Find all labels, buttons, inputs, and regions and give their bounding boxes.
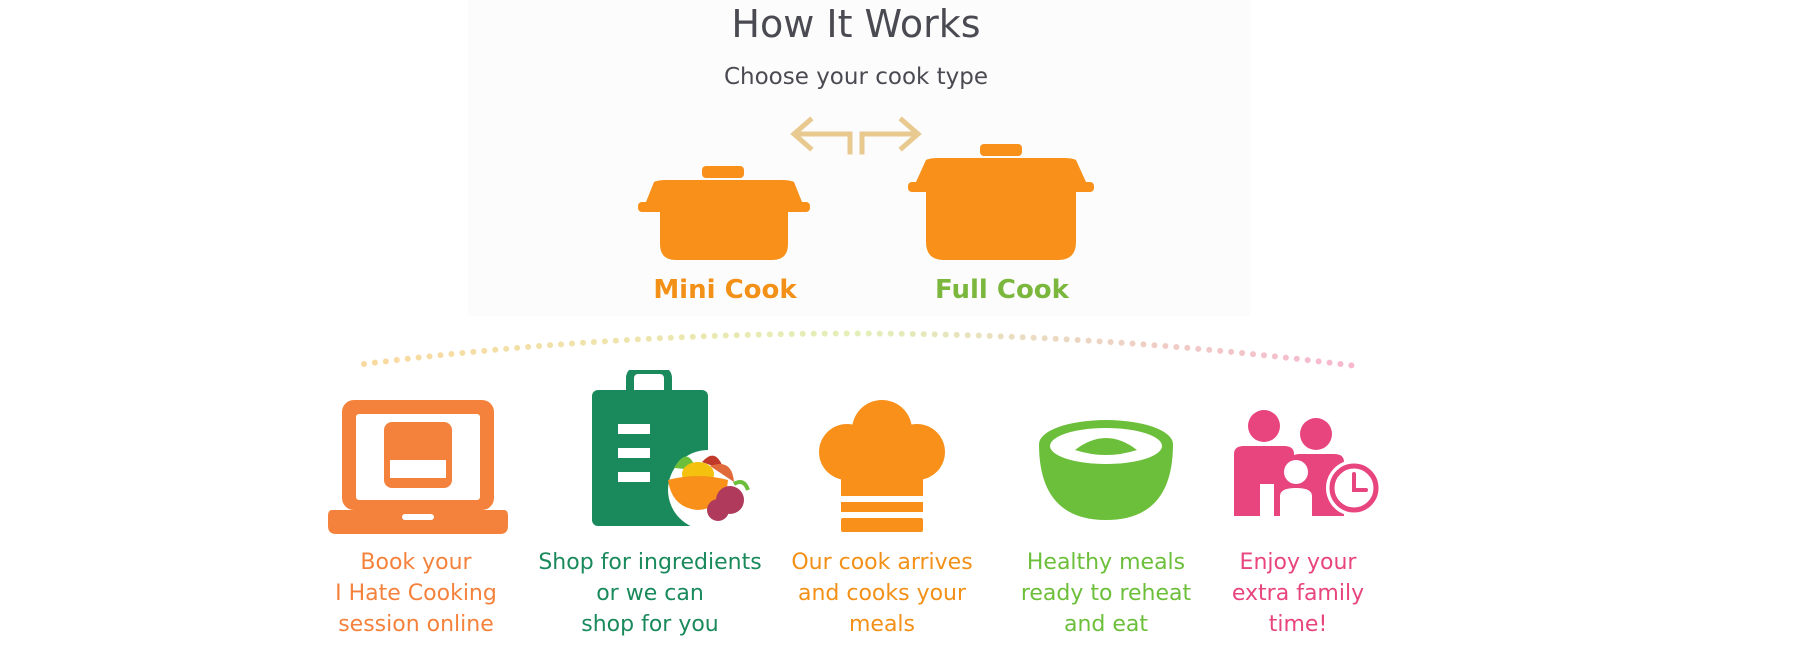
mini-cook-label[interactable]: Mini Cook xyxy=(653,275,797,305)
step-cook-arrives-text: Our cook arrives and cooks your meals xyxy=(791,550,973,637)
full-cook-label[interactable]: Full Cook xyxy=(935,275,1069,305)
step-healthy-meals-text: Healthy meals ready to reheat and eat xyxy=(1020,550,1192,637)
page-title: How It Works xyxy=(731,2,981,46)
family-clock-icon xyxy=(1234,410,1382,516)
step-shop-ingredients-text: Shop for ingredients or we can shop for … xyxy=(538,550,762,637)
step-family-time-text: Enjoy your extra family time! xyxy=(1231,550,1365,637)
bowl-icon xyxy=(1039,420,1173,520)
swap-arrows-icon xyxy=(790,116,922,155)
step-book-online-text: Book your I Hate Cooking session online xyxy=(335,550,497,637)
page-subtitle: Choose your cook type xyxy=(723,64,989,90)
mini-pot-icon[interactable] xyxy=(638,164,810,260)
clipboard-grocery-icon xyxy=(592,370,750,530)
cook-type-panel xyxy=(468,0,1250,316)
laptop-icon xyxy=(328,400,508,534)
full-pot-icon[interactable] xyxy=(908,142,1094,260)
dotted-arc-decoration xyxy=(361,330,1359,369)
chef-hat-icon xyxy=(819,400,945,532)
